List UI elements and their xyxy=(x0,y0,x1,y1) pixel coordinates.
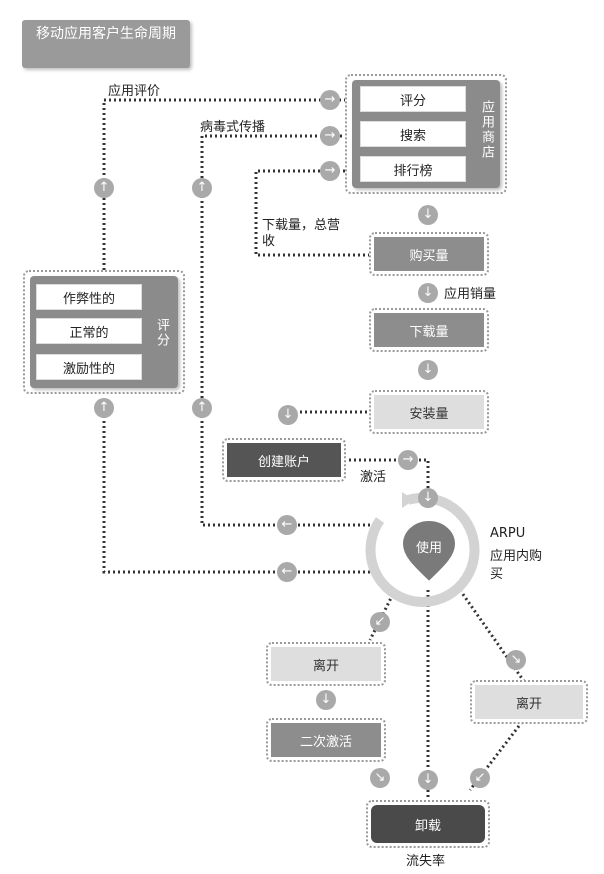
droplet-icon xyxy=(400,519,458,584)
rating-item-cheating: 作弊性的 xyxy=(36,284,142,310)
arrow-right-icon: → xyxy=(320,90,340,110)
store-label: 应用商店 xyxy=(479,100,494,160)
arrow-up-icon: ↑ xyxy=(192,178,212,198)
leave-left-box: 离开 xyxy=(271,647,381,681)
diagram-title: 移动应用客户生命周期 xyxy=(22,20,190,68)
app-sales-label: 应用销量 xyxy=(444,287,497,302)
arrow-down-right-icon: ↘ xyxy=(506,650,526,670)
arrow-down-icon: ↓ xyxy=(418,283,438,303)
arrow-left-icon: ← xyxy=(277,515,297,535)
arrow-down-icon: ↓ xyxy=(278,405,298,425)
downloads-revenue-label: 下载量，总营收 xyxy=(262,218,341,249)
use-label: 使用 xyxy=(415,540,442,556)
churn-label: 流失率 xyxy=(406,854,446,869)
uninstall-box: 卸载 xyxy=(371,805,485,843)
app-review-label: 应用评价 xyxy=(108,84,161,99)
arrow-left-icon: ← xyxy=(277,562,297,582)
arrow-right-icon: → xyxy=(398,450,418,470)
arrow-down-icon: ↓ xyxy=(418,205,438,225)
activation-label: 激活 xyxy=(360,470,387,485)
arrow-down-icon: ↓ xyxy=(418,488,438,508)
store-item-ranking: 排行榜 xyxy=(360,156,466,182)
purchases-box: 购买量 xyxy=(374,237,484,271)
use-droplet: 使用 xyxy=(400,518,458,584)
create-account-box: 创建账户 xyxy=(227,443,341,477)
arrow-down-right-icon: ↘ xyxy=(370,768,390,788)
arrow-down-left-icon: ↙ xyxy=(370,612,390,632)
rating-label: 评分 xyxy=(154,318,169,348)
leave-right-box: 离开 xyxy=(475,685,583,719)
arrow-up-icon: ↑ xyxy=(94,178,114,198)
rating-item-normal: 正常的 xyxy=(36,318,142,344)
in-app-purchase-label: 应用内购买 xyxy=(490,549,543,582)
installs-box: 安装量 xyxy=(374,395,484,429)
downloads-box: 下载量 xyxy=(374,313,484,347)
arrow-down-icon: ↓ xyxy=(418,770,438,790)
arrow-up-icon: ↑ xyxy=(94,398,114,418)
arrow-right-icon: → xyxy=(320,161,340,181)
arrow-up-icon: ↑ xyxy=(192,398,212,418)
viral-label: 病毒式传播 xyxy=(200,120,266,135)
rating-item-incentivized: 激励性的 xyxy=(36,354,142,380)
reactivate-box: 二次激活 xyxy=(271,723,381,757)
store-item-search: 搜索 xyxy=(360,121,466,147)
arrow-down-left-icon: ↙ xyxy=(470,768,490,788)
arrow-down-icon: ↓ xyxy=(316,690,336,710)
arpu-label: ARPU xyxy=(490,526,526,541)
arrow-right-icon: → xyxy=(320,126,340,146)
store-item-rating: 评分 xyxy=(360,86,466,112)
arrow-down-icon: ↓ xyxy=(418,360,438,380)
